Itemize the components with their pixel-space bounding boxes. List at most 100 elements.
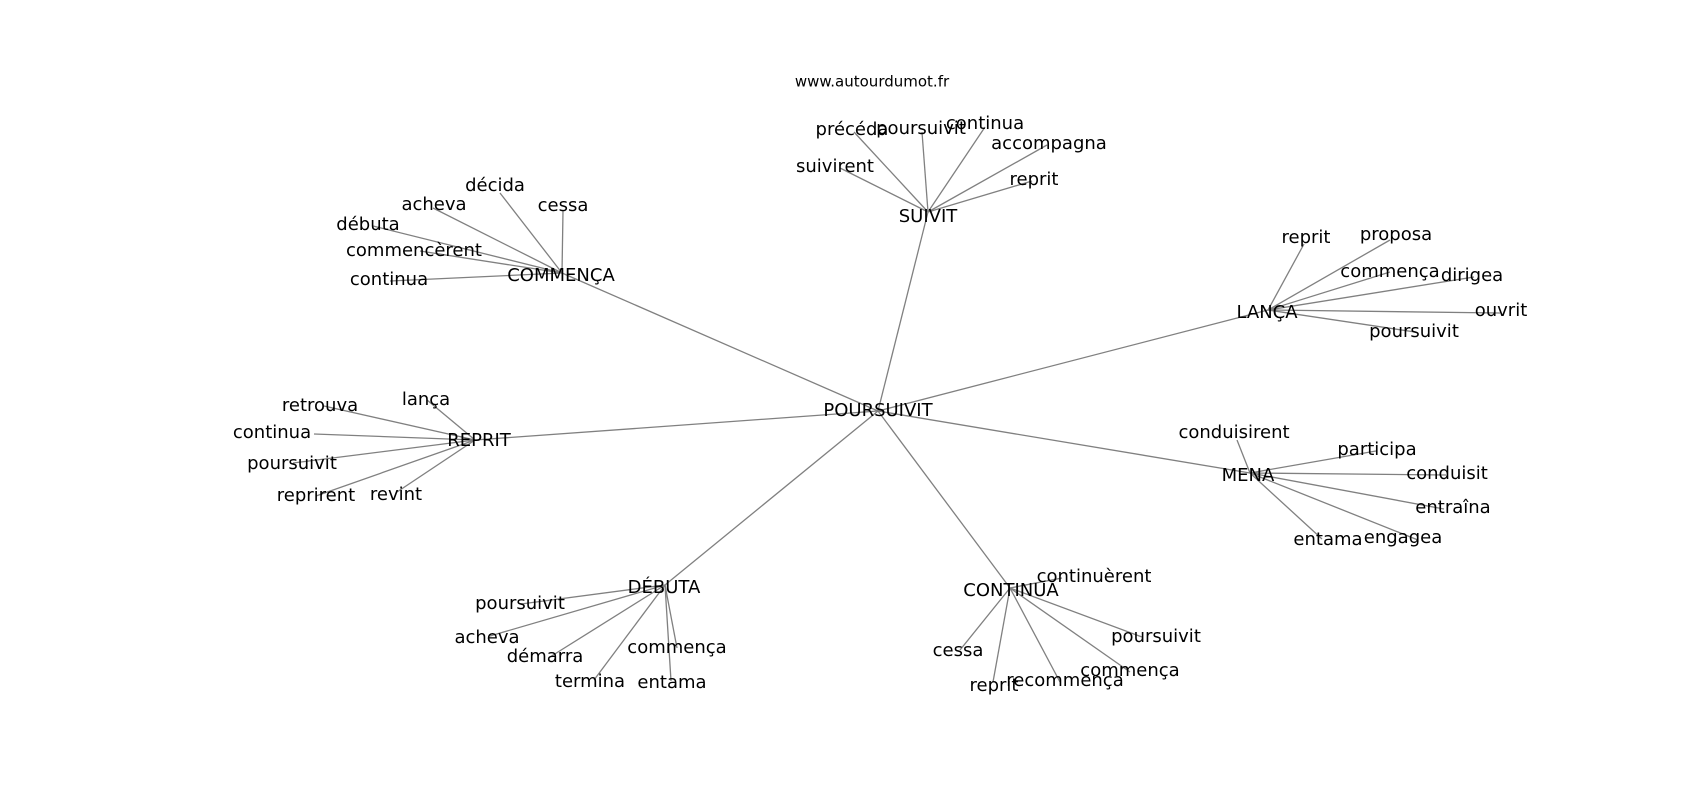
edge-reprit-leaf-2	[313, 433, 476, 441]
leaf-word-continua-1[interactable]: poursuivit	[1111, 626, 1201, 647]
edge-lanca-leaf-5	[1267, 309, 1416, 333]
leaf-word-debuta-5[interactable]: entama	[637, 672, 706, 693]
edge-continua-leaf-5	[1009, 587, 1061, 683]
edge-debuta-leaf-4	[593, 584, 666, 681]
edge-continua-leaf-2	[959, 587, 1011, 651]
source-url: www.autourdumot.fr	[795, 73, 950, 91]
leaf-word-commenca-0[interactable]: décida	[465, 175, 525, 196]
edge-continua-leaf-4	[992, 587, 1011, 683]
edge-commenca-leaf-1	[432, 207, 563, 274]
leaf-word-reprit-4[interactable]: reprirent	[277, 485, 355, 506]
leaf-word-lanca-1[interactable]: proposa	[1360, 224, 1432, 245]
leaf-word-continua-2[interactable]: cessa	[933, 640, 984, 661]
hub-word-lanca[interactable]: LANÇA	[1236, 302, 1298, 323]
edge-mena-leaf-1	[1249, 450, 1377, 474]
edge-mena-leaf-3	[1249, 472, 1445, 510]
leaf-word-reprit-2[interactable]: continua	[233, 422, 311, 443]
leaf-word-continua-3[interactable]: commença	[1080, 660, 1179, 681]
edge-debuta-leaf-3	[664, 584, 678, 649]
leaf-word-debuta-2[interactable]: démarra	[507, 646, 584, 667]
edge-debuta-leaf-5	[664, 584, 672, 682]
edge-debuta-leaf-0	[520, 584, 666, 605]
edge-commenca-leaf-4	[419, 250, 563, 274]
edge-debuta-leaf-2	[549, 584, 666, 658]
center-word[interactable]: POURSUIVIT	[823, 400, 933, 421]
edge-center-to-suivit	[877, 211, 929, 412]
leaf-word-continua-5[interactable]: recommença	[1006, 670, 1123, 691]
hub-word-mena[interactable]: MENA	[1222, 465, 1275, 486]
labels-layer: www.autourdumot.fr POURSUIVIT SUIVIT précé…	[233, 73, 1527, 697]
edge-suivit-leaf-3	[927, 144, 1048, 213]
leaf-word-debuta-0[interactable]: poursuivit	[475, 593, 565, 614]
edge-reprit-leaf-4	[315, 439, 476, 497]
leaf-word-suivit-5[interactable]: reprit	[1010, 169, 1059, 190]
leaf-word-debuta-3[interactable]: commença	[627, 637, 726, 658]
hub-word-commenca[interactable]: COMMENÇA	[507, 265, 615, 286]
edge-lanca-leaf-0	[1267, 243, 1305, 311]
edge-continua-leaf-0	[1009, 577, 1063, 589]
hub-word-suivit[interactable]: SUIVIT	[899, 206, 959, 227]
edge-center-to-continua	[877, 410, 1011, 589]
edge-mena-leaf-5	[1249, 472, 1419, 541]
leaf-word-mena-4[interactable]: entama	[1293, 529, 1362, 550]
edge-commenca-leaf-5	[389, 272, 563, 282]
edge-lanca-leaf-3	[1267, 276, 1475, 311]
leaf-word-reprit-1[interactable]: lança	[402, 389, 450, 410]
leaf-word-mena-3[interactable]: entraîna	[1415, 497, 1490, 518]
leaf-word-debuta-1[interactable]: acheva	[454, 627, 519, 648]
edge-reprit-leaf-5	[396, 439, 476, 493]
edge-suivit-leaf-2	[927, 126, 986, 213]
leaf-word-lanca-3[interactable]: dirigea	[1441, 265, 1503, 286]
edge-commenca-leaf-0	[499, 192, 563, 274]
edge-reprit-leaf-0	[323, 405, 476, 441]
leaf-word-suivit-3[interactable]: accompagna	[991, 133, 1107, 154]
edge-mena-leaf-2	[1249, 472, 1447, 476]
leaf-word-commenca-1[interactable]: acheva	[401, 194, 466, 215]
leaf-word-lanca-0[interactable]: reprit	[1282, 227, 1331, 248]
hub-word-continua[interactable]: CONTINUA	[963, 580, 1059, 601]
leaf-word-continua-4[interactable]: reprit	[970, 675, 1019, 696]
leaf-word-mena-5[interactable]: engagea	[1364, 527, 1442, 548]
edge-center-to-lanca	[877, 309, 1269, 412]
leaf-word-reprit-3[interactable]: poursuivit	[247, 453, 337, 474]
edges-layer	[292, 126, 1501, 683]
leaf-word-suivit-0[interactable]: précéda	[816, 119, 889, 140]
leaf-word-debuta-4[interactable]: termina	[555, 671, 625, 692]
edge-center-to-debuta	[664, 410, 879, 586]
leaf-word-lanca-5[interactable]: poursuivit	[1369, 321, 1459, 342]
edge-reprit-leaf-1	[426, 399, 476, 441]
leaf-word-continua-0[interactable]: continuèrent	[1037, 566, 1152, 587]
edge-continua-leaf-1	[1009, 587, 1143, 638]
edge-continua-leaf-3	[1009, 587, 1131, 673]
leaf-word-reprit-0[interactable]: retrouva	[282, 395, 358, 416]
leaf-word-suivit-2[interactable]: continua	[946, 113, 1024, 134]
leaf-word-mena-1[interactable]: participa	[1337, 439, 1416, 460]
edge-lanca-leaf-2	[1267, 271, 1391, 311]
edge-suivit-leaf-0	[853, 131, 929, 213]
leaf-word-commenca-4[interactable]: commencèrent	[346, 240, 482, 261]
edge-center-to-reprit	[474, 410, 879, 441]
edge-suivit-leaf-1	[921, 131, 929, 213]
edge-lanca-leaf-4	[1267, 309, 1501, 314]
leaf-word-mena-0[interactable]: conduisirent	[1178, 422, 1289, 443]
hub-word-debuta[interactable]: DÉBUTA	[628, 576, 701, 598]
leaf-word-commenca-5[interactable]: continua	[350, 269, 428, 290]
leaf-word-commenca-2[interactable]: cessa	[538, 195, 589, 216]
hub-word-reprit[interactable]: REPRIT	[447, 430, 512, 451]
leaf-word-commenca-3[interactable]: débuta	[336, 214, 399, 235]
leaf-word-mena-2[interactable]: conduisit	[1406, 463, 1488, 484]
edge-mena-leaf-0	[1236, 439, 1251, 474]
leaf-word-lanca-4[interactable]: ouvrit	[1475, 300, 1528, 321]
edge-reprit-leaf-3	[292, 439, 476, 464]
edge-suivit-leaf-5	[927, 180, 1033, 213]
leaf-word-reprit-5[interactable]: revint	[370, 484, 422, 505]
edge-lanca-leaf-1	[1267, 239, 1391, 311]
edge-suivit-leaf-4	[839, 167, 929, 213]
edge-commenca-leaf-3	[372, 225, 563, 274]
leaf-word-suivit-4[interactable]: suivirent	[796, 156, 874, 177]
leaf-word-lanca-2[interactable]: commença	[1340, 261, 1439, 282]
leaf-word-suivit-1[interactable]: poursuivit	[876, 118, 966, 139]
edge-center-to-commenca	[561, 272, 879, 412]
edge-debuta-leaf-1	[489, 584, 666, 637]
